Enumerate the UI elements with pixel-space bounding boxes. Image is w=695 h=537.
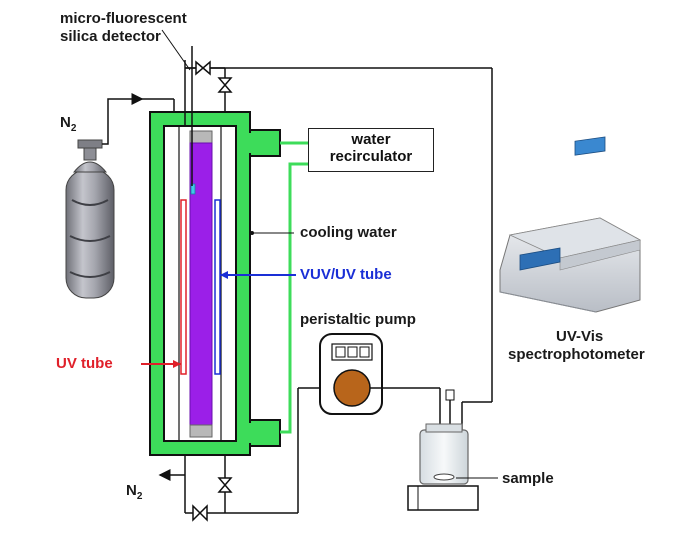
bottom-valve-vertical <box>217 477 233 493</box>
spectrophotometer-label-line2: spectrophotometer <box>508 346 645 363</box>
vuv-uv-lamp <box>189 130 213 438</box>
n2-inlet-line <box>102 93 144 145</box>
cooling-water-line-return <box>280 162 308 434</box>
n2-outlet-label: N2 <box>126 482 142 505</box>
vuv-tube-outline <box>214 199 221 375</box>
uv-tube <box>180 199 187 375</box>
uv-tube-label: UV tube <box>56 355 113 372</box>
bottom-valve-horizontal <box>192 504 208 522</box>
n2-inlet-subscript: 2 <box>70 123 77 134</box>
spectrophotometer-label-line1: UV-Vis <box>556 328 604 345</box>
water-recirculator-box: water recirculator <box>308 128 434 172</box>
vuv-uv-tube-label: VUV/UV tube <box>300 266 392 283</box>
n2-outlet-symbol: N <box>126 482 137 499</box>
sample-beaker <box>407 423 479 511</box>
water-recirculator-line2: recirculator <box>329 148 413 165</box>
detector-tip <box>190 183 196 195</box>
peristaltic-pump-label: peristaltic pump <box>300 311 416 328</box>
sample-label: sample <box>502 470 554 487</box>
detector-label-line2: silica detector <box>60 28 161 45</box>
n2-inlet-symbol: N <box>60 114 71 131</box>
top-valve-vertical <box>217 77 233 93</box>
n2-inlet-label: N2 <box>60 114 76 137</box>
peristaltic-pump <box>319 333 383 415</box>
water-recirculator-line1: water <box>351 131 391 148</box>
cooling-water-label: cooling water <box>300 224 397 241</box>
top-valve-horizontal <box>195 60 211 76</box>
detector-label-line1: micro-fluorescent <box>60 10 187 27</box>
n2-gas-cylinder <box>65 139 115 299</box>
n2-outlet-subscript: 2 <box>136 491 143 502</box>
uv-vis-spectrophotometer <box>499 136 642 313</box>
